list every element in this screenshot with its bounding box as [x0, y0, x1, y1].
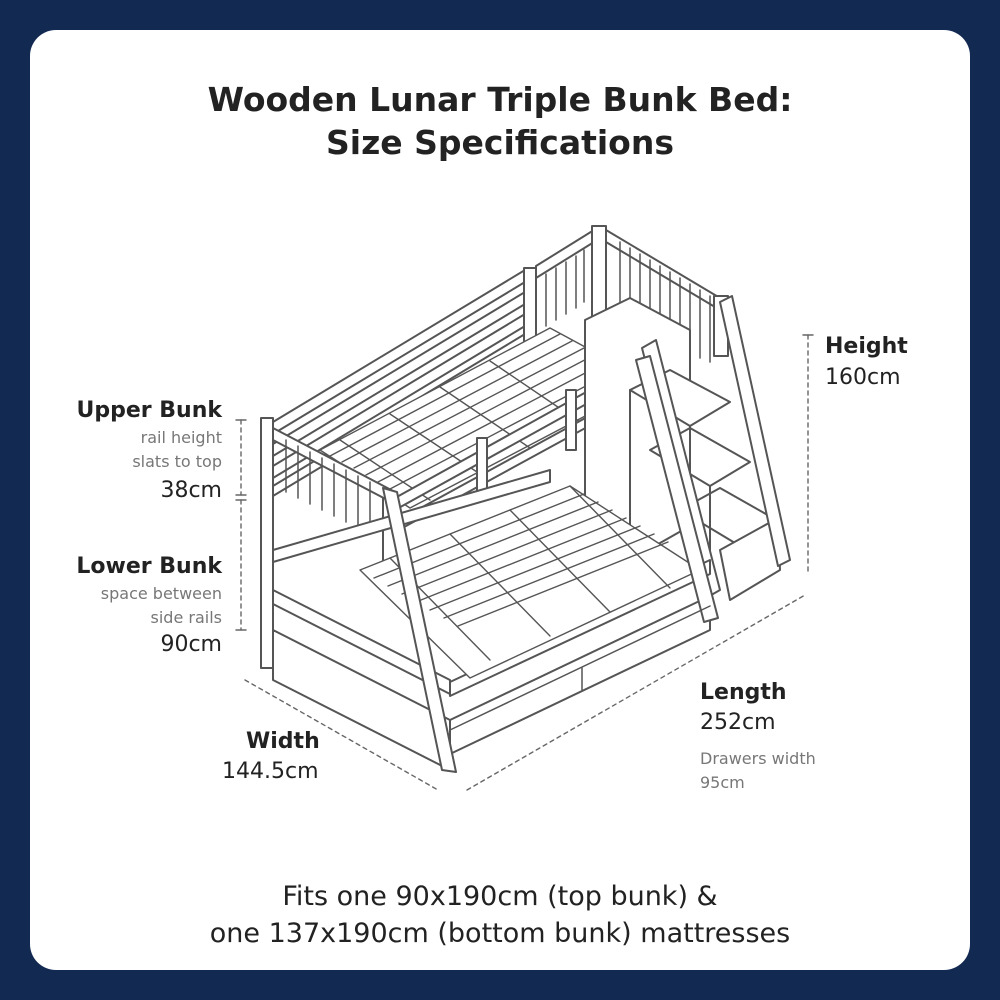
stair-stringer-back [719, 295, 791, 567]
lower-bunk-label: Lower Bunk [76, 554, 222, 579]
width-value: 144.5cm [222, 759, 319, 784]
length-value: 252cm [700, 710, 776, 735]
upper-bunk-desc-1: rail height [140, 428, 222, 447]
length-label: Length [700, 680, 787, 705]
mattress-fit-line-1: Fits one 90x190cm (top bunk) & [282, 881, 718, 912]
lower-bunk-desc-2: side rails [150, 608, 222, 627]
width-dimension-line [244, 679, 439, 791]
spec-card: Wooden Lunar Triple Bunk Bed: Size Speci… [30, 30, 970, 970]
title-line-1: Wooden Lunar Triple Bunk Bed: [207, 80, 793, 119]
title-line-2: Size Specifications [326, 123, 674, 162]
upper-bunk-desc-2: slats to top [132, 452, 222, 471]
mattress-fit-note: Fits one 90x190cm (top bunk) & one 137x1… [30, 878, 970, 952]
height-label: Height [825, 334, 908, 359]
lower-bunk-value: 90cm [160, 632, 222, 657]
length-dimension-line [466, 594, 806, 791]
mattress-fit-line-2: one 137x190cm (bottom bunk) mattresses [209, 918, 791, 949]
drawers [449, 605, 711, 731]
lower-bunk-frame [272, 469, 711, 771]
dimension-lines [240, 334, 809, 791]
lower-bunk-desc-1: space between [100, 584, 222, 603]
upper-bunk-value: 38cm [160, 478, 222, 503]
drawers-width-value: 95cm [700, 773, 745, 792]
height-value: 160cm [825, 365, 901, 390]
page-title: Wooden Lunar Triple Bunk Bed: Size Speci… [30, 78, 970, 164]
drawers-width-note: Drawers width [700, 749, 816, 768]
front-ladder-posts [382, 355, 719, 773]
upper-bunk-label: Upper Bunk [76, 398, 222, 423]
width-label: Width [246, 729, 320, 754]
bunk-bed-illustration [235, 225, 814, 791]
